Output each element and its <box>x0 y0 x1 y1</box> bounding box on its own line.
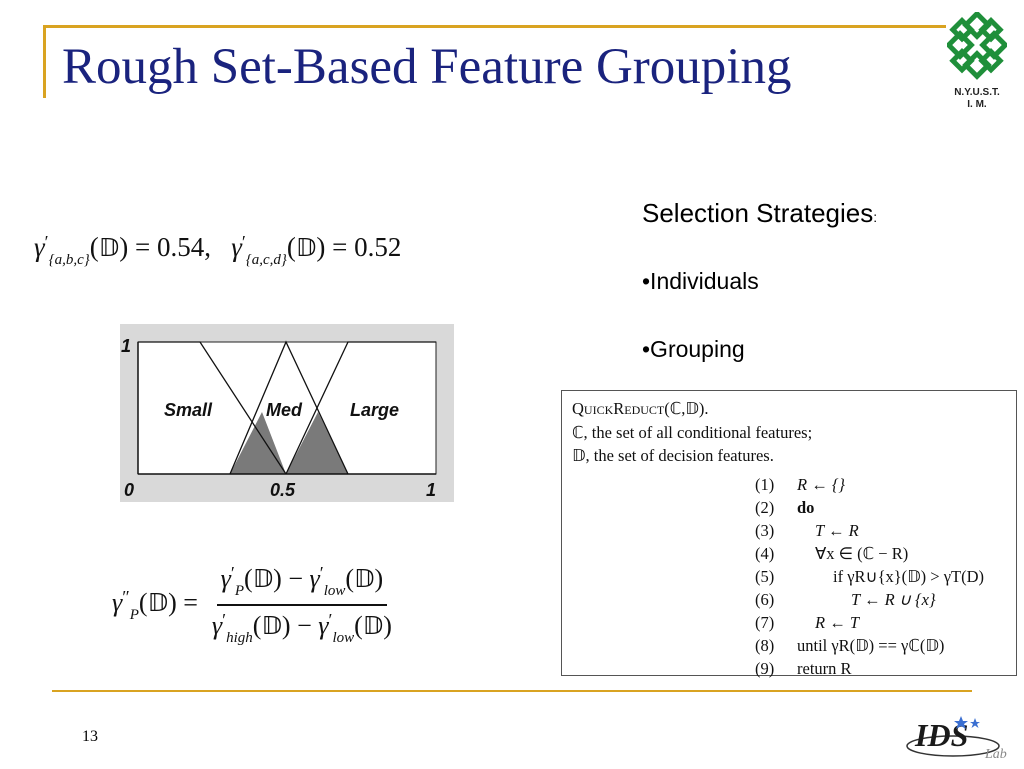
den-a-subscript: high <box>226 630 253 646</box>
strategies-colon: : <box>873 209 878 225</box>
algorithm-step: (2) do <box>755 498 814 518</box>
step-text: do <box>797 498 815 517</box>
small-med-overlap <box>230 412 286 474</box>
normalized-dependency-formula: γ″P(𝔻) = γ′P(𝔻) − γ′low(𝔻) γ′high(𝔻) − γ… <box>112 563 396 647</box>
title-bracket <box>43 25 946 98</box>
step-number: (1) <box>755 475 775 494</box>
quickreduct-algorithm-box: QuickReduct(ℂ,𝔻). ℂ, the set of all cond… <box>561 390 1017 679</box>
label-small: Small <box>164 400 213 420</box>
strategy-item-grouping: •Grouping <box>642 336 745 362</box>
num-b-subscript: low <box>323 583 346 599</box>
algorithm-step: (7) R ← T <box>755 613 859 633</box>
star-icons <box>954 716 980 729</box>
lhs-subscript: P <box>129 606 139 623</box>
algorithm-step: (8) until γR(𝔻) == γℂ(𝔻) <box>755 636 944 656</box>
algorithm-step: (4) ∀x ∈ (ℂ − R) <box>755 544 908 564</box>
step-number: (7) <box>755 613 775 632</box>
fuzzy-membership-figure: Small Med Large 1 0 0.5 1 <box>120 324 454 502</box>
dependency-formula: γ′{a,b,c}(𝔻) = 0.54, γ′{a,c,d}(𝔻) = 0.52 <box>34 232 402 268</box>
algorithm-desc-conditional: ℂ, the set of all conditional features; <box>572 423 813 442</box>
strategies-heading-text: Selection Strategies <box>642 198 874 228</box>
logo-text-line2: I. M. <box>967 99 987 110</box>
page-number: 13 <box>82 728 98 745</box>
fraction-numerator: γ′P(𝔻) − γ′low(𝔻) <box>216 563 388 606</box>
step-text: until γR(𝔻) == γℂ(𝔻) <box>797 636 945 655</box>
step-number: (4) <box>755 544 775 563</box>
step-number: (6) <box>755 590 775 609</box>
footer-divider <box>52 690 972 692</box>
num-a-subscript: P <box>234 583 245 599</box>
fraction-denominator: γ′high(𝔻) − γ′low(𝔻) <box>211 610 392 646</box>
step-number: (5) <box>755 567 775 586</box>
strategy-item-individuals: •Individuals <box>642 268 759 294</box>
algorithm-desc-decision: 𝔻, the set of decision features. <box>572 446 774 465</box>
step-text: T ← R ∪ {x} <box>851 590 936 609</box>
slide-title: Rough Set-Based Feature Grouping <box>62 39 792 95</box>
x-tick-0: 0 <box>124 480 134 500</box>
university-logo: N.Y.U.S.T. I. M. <box>942 10 1012 111</box>
lab-logo-sub: Lab <box>984 747 1007 762</box>
algorithm-step: (3) T ← R <box>755 521 859 541</box>
algorithm-step: (9) return R <box>755 659 852 679</box>
step-text: T ← R <box>815 521 859 540</box>
algorithm-step: (5) if γR∪{x}(𝔻) > γT(D) <box>755 567 984 587</box>
ids-lab-logo: IDS Lab <box>905 712 1015 764</box>
snowflake-logo-icon <box>945 10 1009 80</box>
step-text: R ← T <box>815 613 860 632</box>
step-text: R ← {} <box>797 475 846 494</box>
selection-strategies: Selection Strategies: •Individuals •Grou… <box>642 198 877 362</box>
gamma1-value: 0.54 <box>156 232 205 262</box>
y-tick-1: 1 <box>121 336 131 356</box>
x-tick-05: 0.5 <box>270 480 296 500</box>
gamma2-subscript: {a,c,d} <box>245 252 287 268</box>
label-med: Med <box>266 400 303 420</box>
den-b-subscript: low <box>332 630 355 646</box>
algorithm-step: (6) T ← R ∪ {x} <box>755 590 936 610</box>
step-text: return R <box>797 659 852 678</box>
step-number: (3) <box>755 521 775 540</box>
fraction: γ′P(𝔻) − γ′low(𝔻) γ′high(𝔻) − γ′low(𝔻) <box>208 563 396 647</box>
large-membership-line <box>285 341 436 475</box>
gamma1-subscript: {a,b,c} <box>48 252 90 268</box>
step-number: (8) <box>755 636 775 655</box>
algorithm-step: (1) R ← {} <box>755 475 845 495</box>
algorithm-signature: QuickReduct(ℂ,𝔻). <box>572 399 709 419</box>
med-large-overlap <box>286 412 348 474</box>
step-text: if γR∪{x}(𝔻) > γT(D) <box>833 567 984 586</box>
med-membership-line <box>229 340 349 475</box>
algorithm-name: QuickReduct <box>572 399 665 418</box>
algorithm-args: (ℂ,𝔻). <box>664 399 709 418</box>
gamma2-value: 0.52 <box>354 232 402 262</box>
logo-text-line1: N.Y.U.S.T. <box>954 87 1000 98</box>
x-tick-1: 1 <box>426 480 436 500</box>
label-large: Large <box>350 400 399 420</box>
step-number: (2) <box>755 498 775 517</box>
strategies-heading: Selection Strategies: <box>642 198 877 229</box>
step-text: ∀x ∈ (ℂ − R) <box>815 544 909 563</box>
small-membership-line <box>138 341 287 475</box>
step-number: (9) <box>755 659 775 678</box>
